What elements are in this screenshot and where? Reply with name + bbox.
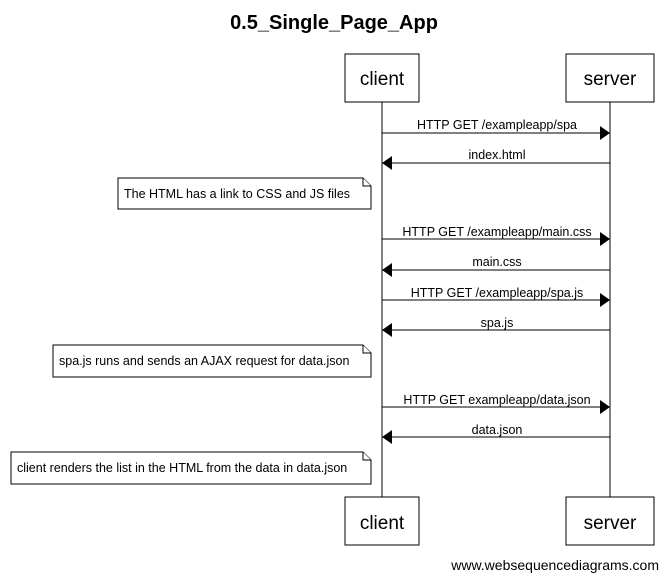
message-4-label: main.css <box>472 255 521 269</box>
arrow-head-right <box>600 232 610 246</box>
message-7-label: HTTP GET exampleapp/data.json <box>403 393 590 407</box>
diagram-title: 0.5_Single_Page_App <box>230 12 438 34</box>
message-5-label: HTTP GET /exampleapp/spa.js <box>411 286 584 300</box>
note-2: spa.js runs and sends an AJAX request fo… <box>52 344 372 378</box>
note-1-text: The HTML has a link to CSS and JS files <box>124 187 350 201</box>
message-1-label: HTTP GET /exampleapp/spa <box>417 118 577 132</box>
actor-server-top-label: server <box>584 69 637 90</box>
note-3-text: client renders the list in the HTML from… <box>17 461 347 475</box>
footer-watermark[interactable]: www.websequencediagrams.com <box>450 557 659 573</box>
message-3-label: HTTP GET /exampleapp/main.css <box>402 225 591 239</box>
note-2-text: spa.js runs and sends an AJAX request fo… <box>59 354 350 368</box>
actor-server-top: server <box>565 53 655 103</box>
actor-server-bottom: server <box>565 496 655 546</box>
message-6-label: spa.js <box>481 316 514 330</box>
arrow-head-left <box>382 430 392 444</box>
arrow-head-left <box>382 263 392 277</box>
note-1: The HTML has a link to CSS and JS files <box>117 177 372 210</box>
arrow-head-right <box>600 293 610 307</box>
note-3: client renders the list in the HTML from… <box>10 451 372 485</box>
message-8-label: data.json <box>472 423 523 437</box>
message-1: HTTP GET /exampleapp/spa <box>382 118 610 140</box>
message-3: HTTP GET /exampleapp/main.css <box>382 225 610 246</box>
arrow-head-right <box>600 126 610 140</box>
arrow-head-right <box>600 400 610 414</box>
message-4: main.css <box>382 255 610 277</box>
actor-client-top: client <box>344 53 420 103</box>
message-8: data.json <box>382 423 610 444</box>
actor-client-bottom: client <box>344 496 420 546</box>
arrow-head-left <box>382 323 392 337</box>
actor-client-top-label: client <box>360 69 405 90</box>
message-2: index.html <box>382 148 610 170</box>
message-5: HTTP GET /exampleapp/spa.js <box>382 286 610 307</box>
message-7: HTTP GET exampleapp/data.json <box>382 393 610 414</box>
arrow-head-left <box>382 156 392 170</box>
message-2-label: index.html <box>469 148 526 162</box>
message-6: spa.js <box>382 316 610 337</box>
actor-server-bottom-label: server <box>584 513 637 534</box>
actor-client-bottom-label: client <box>360 513 405 534</box>
